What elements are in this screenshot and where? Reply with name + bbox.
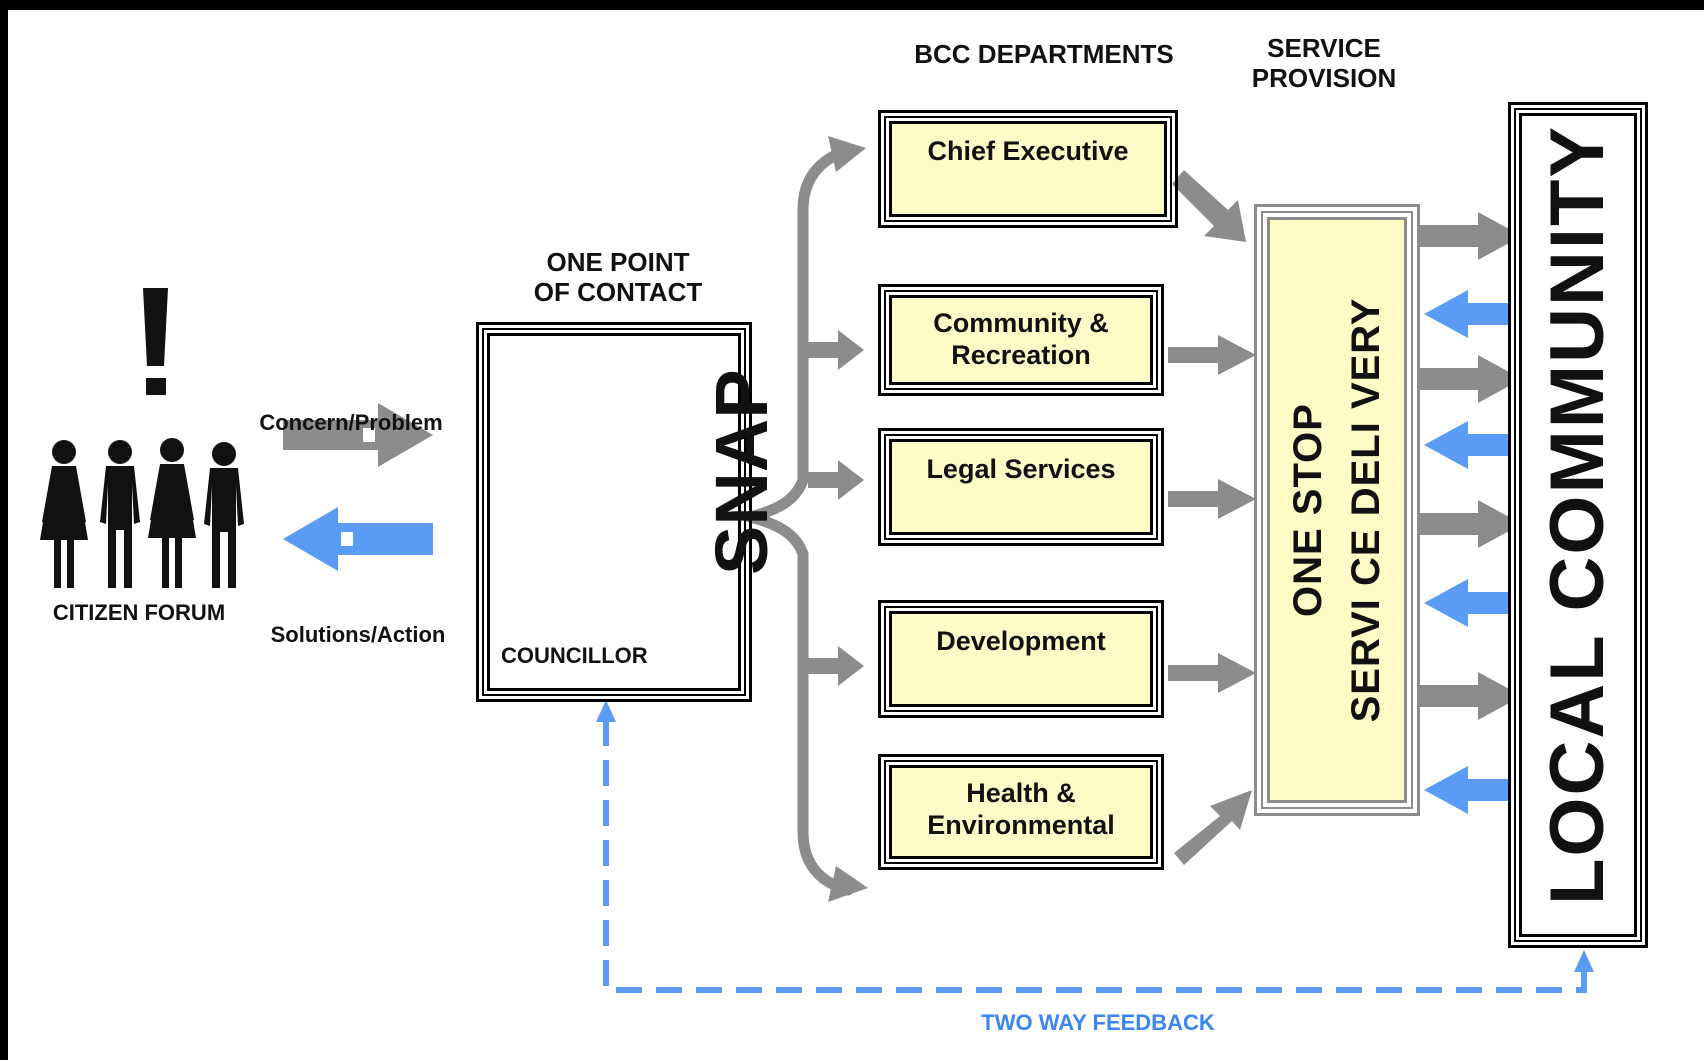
two-way-feedback-label: TWO WAY FEEDBACK: [981, 1010, 1215, 1035]
dept-development: Development: [878, 600, 1164, 718]
feedback-line: [596, 700, 1594, 993]
councillor-label: COUNCILLOR: [501, 643, 648, 668]
one-stop-line2: SERVI CE DELI VERY: [1344, 297, 1388, 723]
dept-label: Legal Services: [926, 454, 1116, 484]
dept-chief-executive: Chief Executive: [878, 110, 1178, 228]
one-stop-text: ONE STOP SERVI CE DELI VERY: [1267, 230, 1407, 790]
dept-label: Health & Environmental: [927, 778, 1115, 840]
exclamation-icon: [143, 288, 168, 395]
woman-figure-icon-2: [148, 438, 196, 588]
dept-legal-services: Legal Services: [878, 428, 1164, 546]
diagram-canvas: CITIZEN FORUM Concern/Problem Solutions/…: [8, 10, 1704, 1060]
one-point-of-contact-heading: ONE POINT OF CONTACT: [533, 247, 703, 307]
one-stop-service-panel: ONE STOP SERVI CE DELI VERY: [1254, 204, 1420, 816]
dept-community-recreation: Community & Recreation: [878, 284, 1164, 396]
bcc-departments-heading: BCC DEPARTMENTS: [914, 39, 1174, 69]
concern-problem-label: Concern/Problem: [259, 410, 443, 435]
man-figure-icon-2: [204, 442, 244, 588]
solutions-arrow: [283, 507, 433, 571]
solutions-action-label: Solutions/Action: [270, 622, 446, 647]
service-community-arrows: [1420, 212, 1526, 814]
dept-label: Development: [936, 626, 1106, 656]
brace-branch-arrows: [808, 330, 864, 686]
department-brace: [744, 144, 854, 896]
woman-figure-icon-1: [40, 440, 88, 588]
man-figure-icon-1: [100, 440, 140, 588]
dept-health-environmental: Health & Environmental: [878, 754, 1164, 870]
brace-arrowheads: [828, 136, 868, 902]
service-provision-heading: SERVICE PROVISION: [1251, 33, 1397, 93]
concern-arrow: [283, 403, 433, 467]
dept-to-service-arrows: [1168, 170, 1256, 865]
one-stop-line1: ONE STOP: [1286, 403, 1330, 617]
snap-box: SNAP COUNCILLOR: [476, 322, 783, 702]
dept-label: Chief Executive: [927, 136, 1129, 166]
citizen-group-icon: [40, 438, 244, 588]
local-community-panel: LOCAL COMMUNITY: [1508, 102, 1648, 948]
connector-layer: [40, 136, 1594, 993]
dept-label: Community & Recreation: [933, 308, 1109, 370]
local-community-label: LOCAL COMMUNITY: [1535, 124, 1620, 905]
snap-title: SNAP: [700, 369, 783, 575]
citizen-forum-label: CITIZEN FORUM: [52, 600, 226, 625]
